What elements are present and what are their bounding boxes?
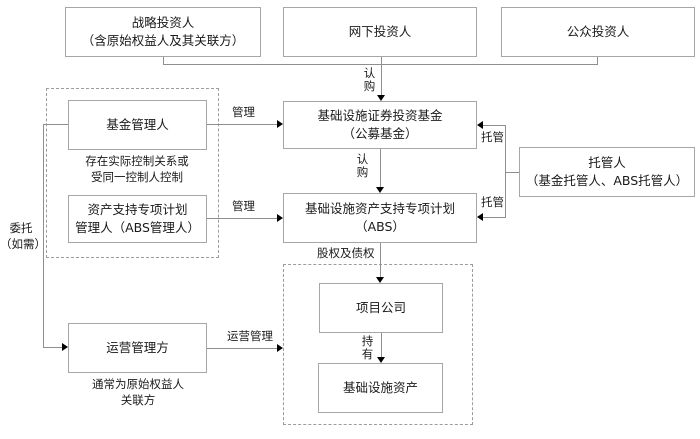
- node-label: 基础设施资产: [342, 379, 418, 395]
- node-abs-manager: 资产支持专项计划 管理人（ABS管理人）: [68, 195, 207, 243]
- arrowhead-equity-debt: [376, 277, 384, 283]
- node-offline-investor: 网下投资人: [283, 7, 477, 57]
- arrowhead-manage-abs: [277, 214, 283, 222]
- connector-custody-mid: [505, 172, 520, 173]
- entrust-label-line: 委托: [9, 221, 33, 235]
- node-public-fund: 基础设施证券投资基金 （公募基金）: [283, 101, 477, 149]
- node-fund-manager: 基金管理人: [68, 100, 207, 150]
- connector-entrust-vertical: [43, 124, 44, 348]
- node-sublabel: （ABS）: [355, 219, 405, 234]
- node-sublabel: 管理人（ABS管理人）: [75, 220, 200, 235]
- note-line: 通常为原始权益人: [92, 377, 184, 391]
- connector-operation: [207, 348, 278, 349]
- group-underlying-assets-dashed-box: [283, 264, 473, 425]
- node-custodian: 托管人 （基金托管人、ABS托管人）: [519, 147, 695, 197]
- node-public-investor: 公众投资人: [501, 7, 695, 57]
- node-project-company: 项目公司: [319, 283, 443, 333]
- arrowhead-entrust: [62, 343, 68, 351]
- connector-custody-bottom: [482, 217, 506, 218]
- edge-label-operation: 运营管理: [226, 329, 274, 344]
- node-label: 基础设施资产支持专项计划: [304, 200, 455, 216]
- connector-manage-fund: [207, 124, 278, 125]
- edge-label-equity-debt: 股权及债权: [316, 246, 376, 261]
- node-label: 公众投资人: [566, 23, 630, 39]
- edge-label-custody-fund: 托管: [480, 130, 505, 145]
- node-label: 战略投资人: [131, 14, 195, 30]
- connector-investor-bus: [163, 64, 598, 65]
- node-label: 运营管理方: [106, 339, 169, 355]
- node-label: 网下投资人: [348, 23, 412, 39]
- node-label: 托管人: [588, 154, 626, 170]
- node-label: 项目公司: [355, 299, 406, 315]
- arrowhead-subscribe-top: [377, 95, 385, 101]
- note-line: 受同一控制人控制: [91, 169, 183, 184]
- arrowhead-hold: [377, 357, 385, 363]
- connector-entrust-bottom: [43, 347, 63, 348]
- connector-subscribe-mid: [380, 149, 381, 188]
- arrowhead-manage-fund: [277, 120, 283, 128]
- note-line: 关联方: [120, 392, 156, 407]
- node-label: 基金管理人: [106, 116, 169, 132]
- arrowhead-custody-abs: [477, 213, 483, 221]
- connector-custody-top: [482, 125, 506, 126]
- connector-custody-vertical: [505, 125, 506, 218]
- connector-hold: [381, 333, 382, 358]
- connector-entrust-top: [43, 124, 68, 125]
- node-label: 基础设施证券投资基金: [317, 107, 443, 123]
- edge-label-custody-abs: 托管: [480, 195, 505, 210]
- arrowhead-subscribe-mid: [376, 187, 384, 193]
- node-sublabel: （基金托管人、ABS托管人）: [525, 173, 689, 188]
- node-strategic-investor: 战略投资人 （含原始权益人及其关联方）: [65, 7, 261, 57]
- edge-label-hold: 持有: [361, 334, 374, 361]
- node-sublabel: （公募基金）: [342, 126, 418, 141]
- node-abs-plan: 基础设施资产支持专项计划 （ABS）: [283, 193, 477, 243]
- edge-label-subscribe-mid: 认购: [356, 152, 369, 179]
- node-operation-manager: 运营管理方: [68, 323, 207, 373]
- node-label: 资产支持专项计划: [87, 201, 188, 217]
- arrowhead-custody-fund: [477, 121, 483, 129]
- connector-equity-debt: [380, 243, 381, 278]
- note-control-relation: 存在实际控制关系或 受同一控制人控制: [78, 154, 196, 185]
- edge-label-entrust: 委托 （如需）: [0, 221, 46, 252]
- connector-manage-abs: [207, 218, 278, 219]
- note-operator-relation: 通常为原始权益人 关联方: [83, 377, 193, 408]
- arrowhead-operation: [277, 344, 283, 352]
- connector-subscribe-top: [381, 57, 382, 96]
- node-infrastructure-asset: 基础设施资产: [318, 363, 443, 413]
- entrust-label-line: （如需）: [0, 236, 46, 251]
- connector-strategic-drop: [163, 57, 164, 65]
- note-line: 存在实际控制关系或: [85, 154, 189, 168]
- edge-label-subscribe-top: 认购: [363, 66, 376, 93]
- edge-label-manage-abs: 管理: [231, 199, 256, 214]
- connector-public-drop: [597, 57, 598, 65]
- group-managers-dashed-box: [46, 88, 219, 258]
- edge-label-manage-fund: 管理: [231, 105, 256, 120]
- node-sublabel: （含原始权益人及其关联方）: [81, 33, 245, 48]
